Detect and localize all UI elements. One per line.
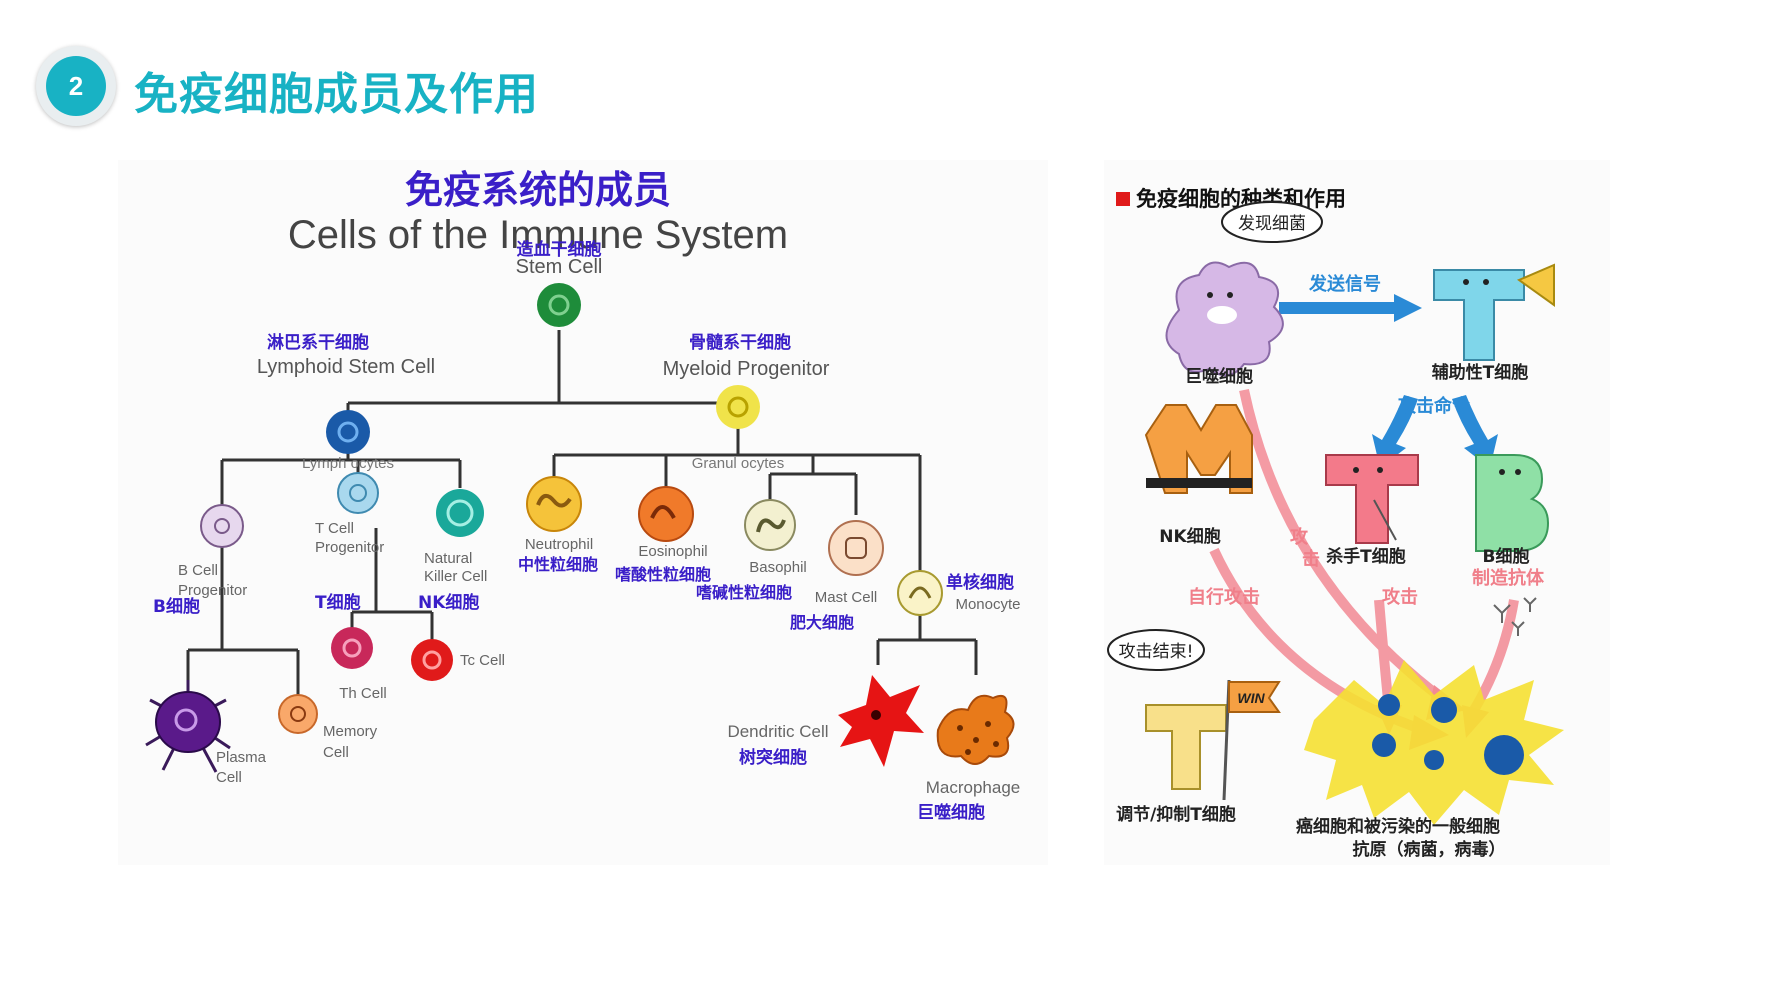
lymphoid-label-cn: 淋巴系干细胞 (267, 332, 369, 353)
eosinophil-label-cn: 嗜酸性粒细胞 (615, 565, 711, 584)
t-progenitor-label-1: T Cell (315, 520, 354, 537)
nk-cell-icon (436, 489, 484, 537)
neutrophil-label-cn: 中性粒细胞 (518, 555, 598, 574)
helper-t-name: 辅助性T细胞 (1432, 362, 1529, 383)
b-cell-character-icon (1475, 454, 1550, 552)
myeloid-progenitor-icon (716, 385, 760, 429)
regulatory-t-character-icon (1145, 704, 1227, 790)
b-cell-name: B细胞 (1483, 546, 1530, 567)
title-marker (1116, 192, 1130, 206)
basophil-icon (744, 499, 796, 551)
tc-cell-label: Tc Cell (460, 652, 505, 669)
dendritic-cell-label-cn: 树突细胞 (739, 747, 807, 768)
nk-label-cn: NK细胞 (418, 592, 479, 613)
speech-find-text: 发现细菌 (1238, 214, 1306, 234)
monocyte-label-en: Monocyte (955, 596, 1020, 613)
myeloid-label-cn: 骨髓系干细胞 (689, 332, 791, 353)
speech-bubble-done (1107, 629, 1205, 671)
stem-cell-icon (537, 283, 581, 327)
dendritic-cell-icon (838, 675, 924, 767)
tree-connectors (186, 330, 978, 695)
mast-cell-label-en: Mast Cell (815, 589, 878, 606)
killer-t-character-icon (1325, 454, 1419, 544)
b-progenitor-label-2: Progenitor (178, 582, 247, 599)
lymphoid-stem-cell-icon (326, 410, 370, 454)
th-cell-label: Th Cell (339, 685, 387, 702)
regulatory-t-name: 调节/抑制T细胞 (1116, 804, 1236, 825)
macrophage-name: 巨噬细胞 (1185, 366, 1253, 387)
attack-label: 攻击 (1382, 586, 1418, 608)
nk-name: NK细胞 (1159, 526, 1220, 547)
neutrophil-label-en: Neutrophil (525, 536, 593, 553)
attack-char-1: 攻 (1290, 526, 1309, 548)
stem-cell-label-en: Stem Cell (516, 256, 603, 278)
nk-label-1: Natural (424, 550, 472, 567)
killer-t-name: 杀手T细胞 (1326, 546, 1406, 567)
t-cell-label-cn: T细胞 (315, 592, 361, 613)
nk-label-2: Killer Cell (424, 568, 487, 585)
make-antibody-label: 制造抗体 (1472, 567, 1545, 589)
b-cell-label-cn: B细胞 (153, 596, 200, 617)
self-attack-label: 自行攻击 (1188, 586, 1260, 608)
send-signal-label: 发送信号 (1308, 273, 1381, 295)
eosinophil-label-en: Eosinophil (638, 543, 707, 560)
tc-cell-icon (411, 639, 453, 681)
macrophage-label-cn: 巨噬细胞 (917, 802, 985, 823)
win-flag-text: WIN (1237, 690, 1265, 706)
mast-cell-label-cn: 肥大细胞 (790, 613, 854, 632)
antigen-line-1: 抗原（病菌，病毒） (1353, 839, 1506, 860)
antigen-line-2: 癌细胞和被污染的一般细胞 (1296, 817, 1500, 837)
speech-done-text: 攻击结束! (1119, 642, 1194, 662)
plasma-cell-label-2: Cell (216, 769, 242, 786)
win-flag (1228, 681, 1281, 713)
eosinophil-icon (638, 486, 694, 542)
lymphocytes-label: Lymph ocytes (302, 455, 394, 472)
attack-command-label: 攻击命令 (1398, 395, 1471, 417)
plasma-cell-label-1: Plasma (216, 749, 267, 766)
memory-cell-icon (278, 694, 318, 734)
speech-bubble-find (1221, 201, 1323, 243)
th-cell-icon (331, 627, 373, 669)
signal-arrows (1279, 294, 1498, 468)
tree-title-cn: 免疫系统的成员 (405, 168, 671, 212)
memory-cell-label-2: Cell (323, 744, 349, 761)
b-cell-progenitor-icon (200, 504, 244, 548)
memory-cell-label-1: Memory (323, 723, 378, 740)
dendritic-cell-label-en: Dendritic Cell (727, 722, 828, 741)
antigen-germs (1372, 694, 1524, 775)
antigen-burst-icon (1304, 660, 1564, 825)
mast-cell-icon (828, 520, 884, 576)
basophil-label-cn: 嗜碱性粒细胞 (696, 583, 792, 602)
nk-character-icon (1144, 404, 1253, 494)
lymphoid-label-en: Lymphoid Stem Cell (257, 356, 435, 378)
basophil-label-en: Basophil (749, 559, 807, 576)
b-progenitor-label-1: B Cell (178, 562, 218, 579)
immune-cell-roles-diagram: 免疫细胞的种类和作用 发送信号 攻击命令 发现细菌 巨噬细胞 辅助性T细胞 NK… (1104, 160, 1610, 865)
granulocytes-label: Granul ocytes (692, 455, 785, 472)
macrophage-label-en: Macrophage (926, 778, 1021, 797)
myeloid-label-en: Myeloid Progenitor (663, 358, 830, 380)
monocyte-icon (897, 570, 943, 616)
t-cell-progenitor-icon (337, 472, 379, 514)
macrophage-icon (936, 694, 1015, 765)
immune-cells-tree-diagram: 免疫系统的成员 Cells of the Immune System (118, 160, 1048, 865)
section-number-badge: 2 (36, 46, 116, 126)
stem-cell-label-cn: 造血干细胞 (517, 239, 602, 260)
section-number: 2 (46, 56, 106, 116)
antibody-icon (1493, 597, 1537, 636)
t-progenitor-label-2: Progenitor (315, 539, 384, 556)
attack-char-2: 击 (1302, 548, 1320, 570)
monocyte-label-cn: 单核细胞 (946, 572, 1014, 593)
page-title: 免疫细胞成员及作用 (134, 69, 539, 120)
tree-title-en: Cells of the Immune System (288, 213, 788, 257)
